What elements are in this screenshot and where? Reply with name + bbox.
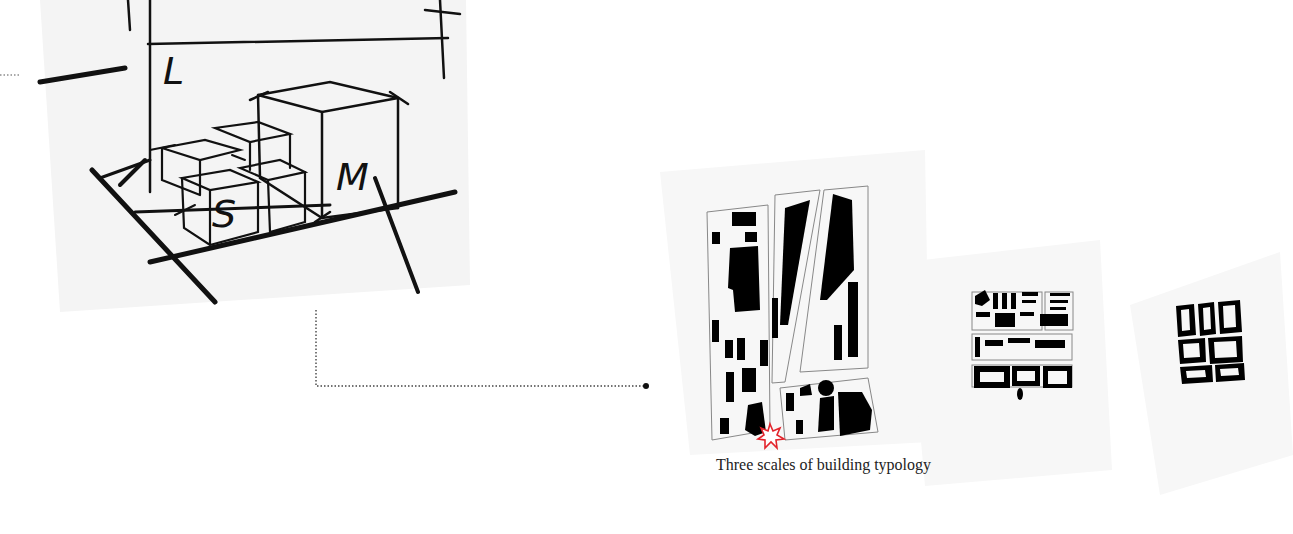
- scale-letter: M: [336, 158, 369, 196]
- site-plan-large: [707, 186, 878, 448]
- site-plan-small: [1176, 300, 1245, 384]
- scale-letter: L: [163, 52, 184, 90]
- leader-line: [316, 310, 645, 386]
- massing-sketch: [40, 0, 460, 302]
- site-plan-medium: [972, 290, 1073, 400]
- scale-letter: S: [212, 195, 236, 233]
- site-marker-star: [758, 424, 784, 448]
- leader-dot: [643, 383, 649, 389]
- sketch-panel: [40, 0, 470, 312]
- figure-caption: Three scales of building typology: [716, 456, 931, 474]
- leader-line: [0, 74, 20, 75]
- map-panel: [905, 240, 1112, 486]
- map-panel: [660, 150, 930, 455]
- map-panel: [1130, 252, 1293, 495]
